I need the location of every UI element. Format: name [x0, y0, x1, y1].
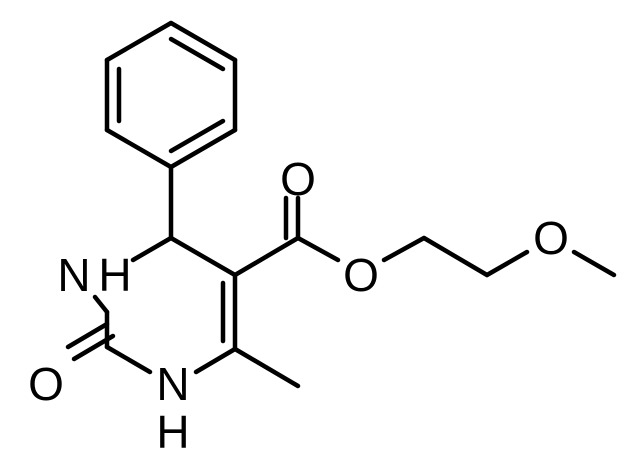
bond [104, 127, 174, 170]
urea-carbonyl [65, 309, 116, 362]
bond [484, 249, 530, 278]
bond [104, 344, 153, 375]
bond [92, 294, 110, 315]
bond [130, 235, 174, 263]
bond [168, 36, 226, 72]
nh-top-h-label: H [98, 249, 131, 301]
carbonyl-oxygen-label: O [280, 153, 316, 205]
ether-oxygen-label: O [533, 212, 569, 264]
bond [295, 235, 341, 263]
ester-group [232, 195, 617, 278]
bond [168, 127, 238, 170]
bond [168, 118, 226, 154]
phenyl-ring [104, 20, 238, 170]
urea-oxygen-label: O [28, 358, 64, 410]
pyrimidinone-ring [92, 164, 238, 375]
bond [104, 20, 174, 63]
bond [193, 346, 238, 375]
bond [65, 321, 110, 350]
ester-oxygen-label: O [343, 249, 379, 301]
bond [168, 20, 238, 63]
nh-top-n-label: N [57, 249, 90, 301]
methyl-bond [232, 346, 301, 389]
bond [168, 235, 238, 278]
bond [381, 235, 427, 263]
bond [571, 249, 617, 278]
bond [71, 333, 116, 362]
nh-bottom-n-label: N [156, 358, 189, 410]
nh-bottom-h-label: H [156, 406, 189, 458]
bond [421, 235, 490, 278]
bond [232, 235, 301, 278]
